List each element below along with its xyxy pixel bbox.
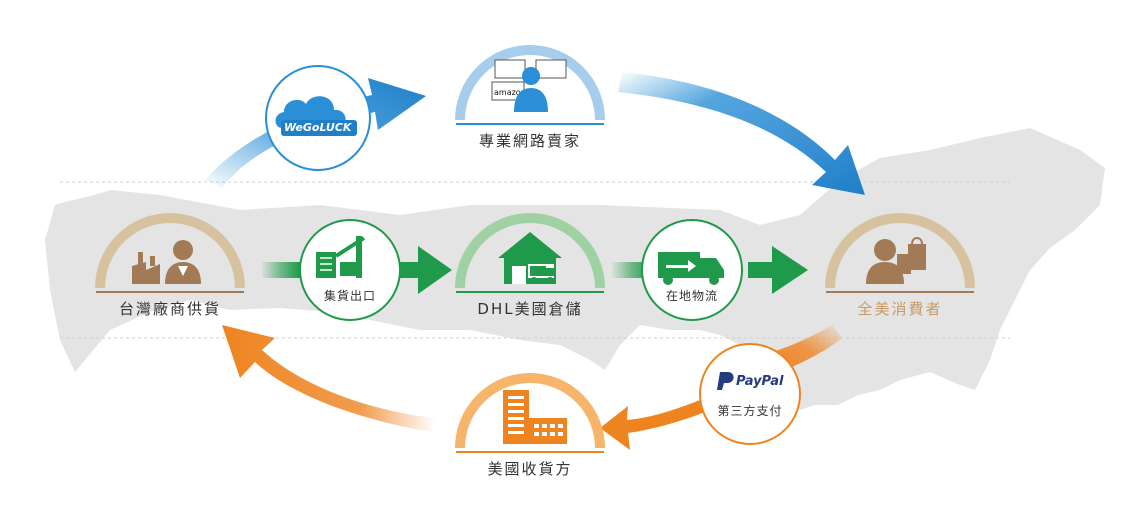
- arrow-receiver-to-factory: [222, 325, 435, 432]
- local-logistics-badge: [641, 219, 743, 321]
- arrow-factory-to-seller: [205, 78, 426, 188]
- arrow-factory-to-export: [262, 262, 300, 278]
- node-us-receiver: [455, 373, 605, 453]
- node-dhl-warehouse: [455, 213, 605, 293]
- node-factory: [95, 213, 245, 293]
- arrow-payment-to-receiver: [600, 400, 705, 450]
- paypal-brand-text: PayPal: [736, 374, 784, 389]
- consumer-shopping-icon: [866, 237, 926, 284]
- label-us-receiver: 美國收貨方: [487, 460, 573, 478]
- online-seller-icon: amazon: [491, 59, 567, 112]
- crane-container-icon: [316, 236, 366, 278]
- label-payment: 第三方支付: [717, 404, 783, 418]
- amazon-logo-text: amazon: [494, 88, 526, 97]
- label-factory: 台灣廠商供貨: [118, 300, 221, 318]
- warehouse-truck-icon: [498, 232, 562, 284]
- arrow-local-to-consumer: [748, 246, 808, 294]
- node-online-seller: [455, 45, 605, 125]
- receiver-building-icon: [503, 390, 567, 444]
- wegoluck-badge: [265, 65, 371, 171]
- label-dhl-warehouse: DHL美國倉儲: [477, 300, 583, 318]
- payment-badge: [699, 343, 801, 445]
- wegoluck-brand-text: WeGoLUCK: [284, 121, 352, 134]
- factory-person-icon: [132, 240, 201, 284]
- arrow-consumer-to-payment: [772, 325, 842, 372]
- arrow-seller-to-consumer: [618, 72, 865, 195]
- us-map-silhouette: [45, 128, 1105, 410]
- export-step-badge: [299, 219, 401, 321]
- delivery-truck-icon: [658, 252, 724, 285]
- arrow-export-to-warehouse: [400, 246, 452, 294]
- node-consumer: [825, 213, 975, 293]
- label-export: 集貨出口: [323, 289, 376, 303]
- label-consumer: 全美消費者: [857, 300, 943, 318]
- label-local-logistics: 在地物流: [665, 289, 718, 303]
- paypal-p-icon: [717, 372, 734, 390]
- label-online-seller: 專業網路賣家: [478, 132, 581, 150]
